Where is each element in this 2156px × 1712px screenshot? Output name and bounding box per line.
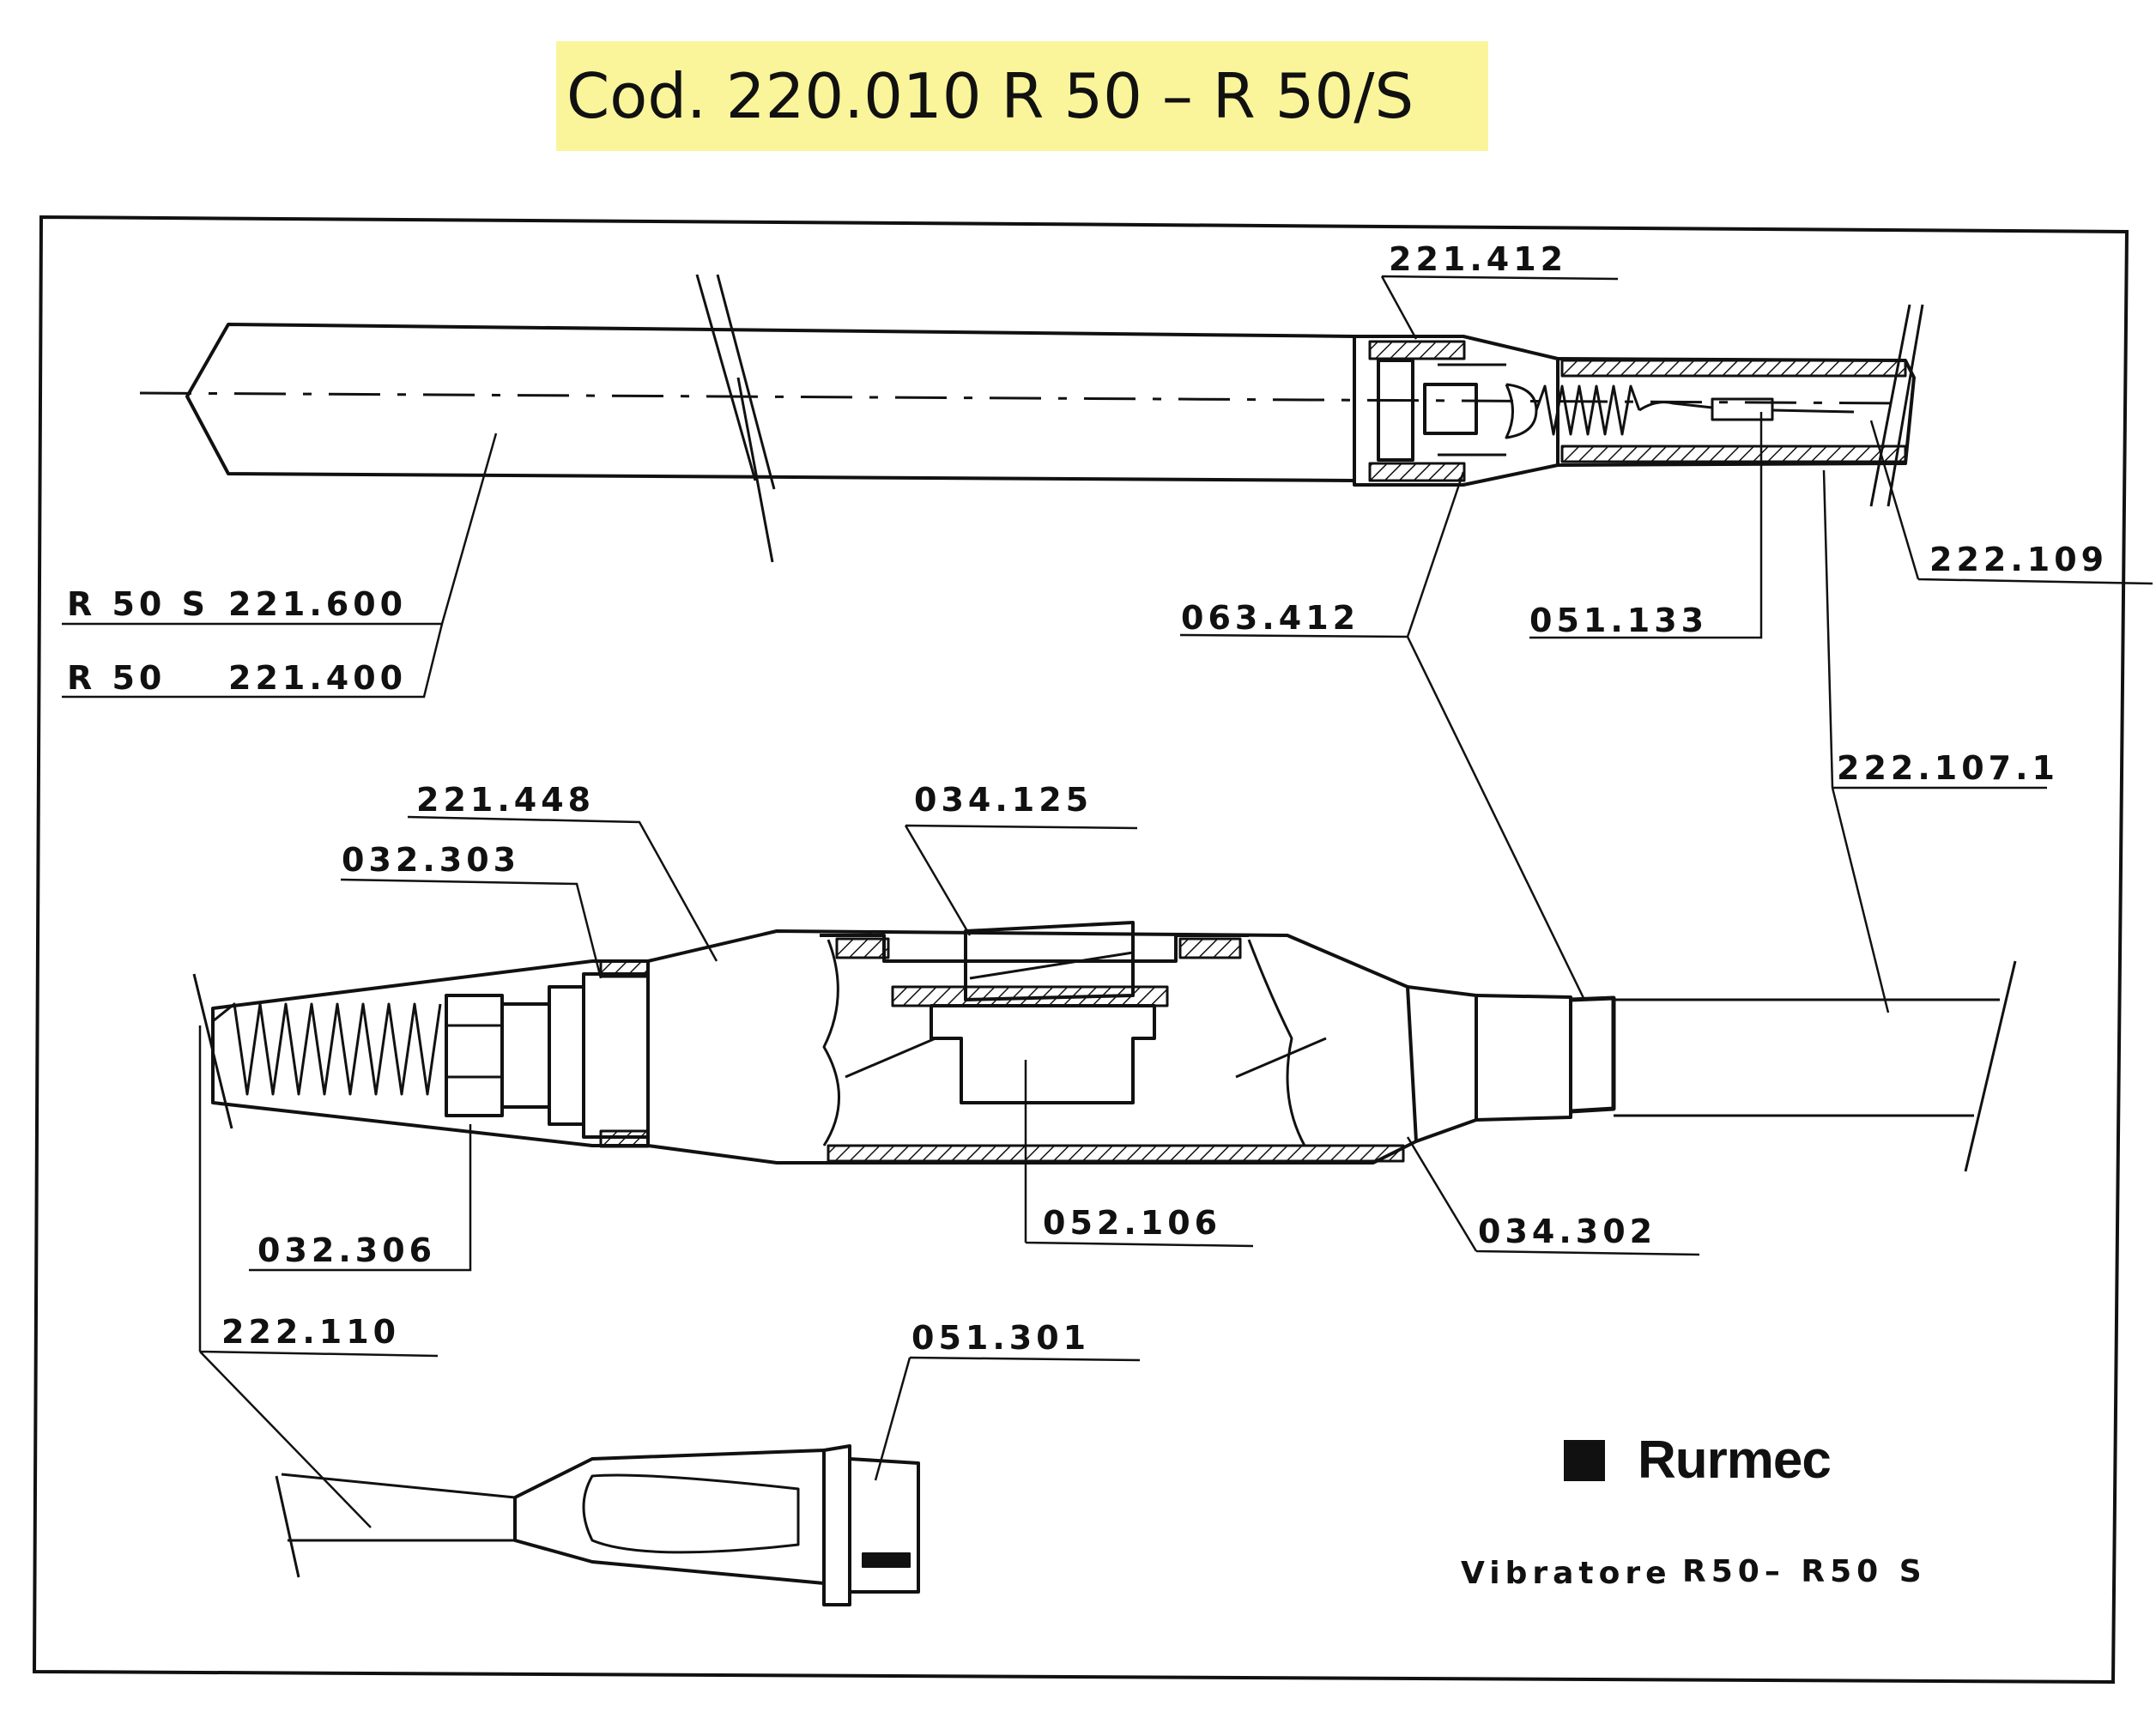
part-label-221-600: 221.600 xyxy=(228,585,407,623)
part-label-222-107-1: 222.107.1 xyxy=(1837,749,2059,787)
part-label-032-306: 032.306 xyxy=(257,1231,436,1269)
cable-gland-cone xyxy=(192,959,650,1148)
motor-housing xyxy=(646,929,1418,1165)
leader-052-106 xyxy=(1024,1060,1254,1248)
drawing-frame xyxy=(32,215,2129,1685)
part-label-051-133: 051.133 xyxy=(1529,602,1708,639)
part-label-034-302: 034.302 xyxy=(1478,1213,1656,1250)
leader-r50 xyxy=(62,623,444,699)
part-label-221-412: 221.412 xyxy=(1389,240,1567,278)
probe-coupling xyxy=(1353,335,1559,487)
part-label-063-412: 063.412 xyxy=(1181,599,1360,637)
leader-222-109 xyxy=(1869,420,2153,585)
leader-034-125 xyxy=(904,824,1138,936)
caption-models: R50– R50 S xyxy=(1682,1554,1927,1589)
part-label-221-400: 221.400 xyxy=(228,659,407,697)
leader-222-107-1 xyxy=(1822,469,2047,1013)
part-label-222-110: 222.110 xyxy=(221,1313,400,1351)
part-label-r50: R 50 xyxy=(67,659,166,697)
part-label-052-106: 052.106 xyxy=(1043,1204,1221,1242)
title-banner: Cod. 220.010 R 50 – R 50/S xyxy=(556,41,1488,151)
probe-tube xyxy=(139,274,1906,563)
leader-051-301 xyxy=(874,1356,1141,1481)
leader-221-448 xyxy=(407,815,718,962)
cable-outlet xyxy=(1407,960,2017,1172)
power-plug xyxy=(275,1444,920,1606)
part-label-034-125: 034.125 xyxy=(914,781,1093,819)
page-title: Cod. 220.010 R 50 – R 50/S xyxy=(566,60,1414,132)
probe-sleeve xyxy=(1505,304,1924,507)
part-label-r50s: R 50 S xyxy=(67,585,209,623)
leader-063-412 xyxy=(1179,471,1585,999)
leader-032-303 xyxy=(340,878,603,979)
leader-221-412 xyxy=(1380,275,1619,340)
part-label-032-303: 032.303 xyxy=(342,841,520,879)
part-label-222-109: 222.109 xyxy=(1929,541,2108,578)
part-label-051-301: 051.301 xyxy=(911,1319,1090,1357)
leader-032-306 xyxy=(249,1124,472,1272)
brand-logo-square xyxy=(1564,1440,1605,1481)
leader-051-133 xyxy=(1529,412,1763,639)
caption-product: Vibratore xyxy=(1461,1556,1672,1591)
part-label-221-448: 221.448 xyxy=(416,781,595,819)
brand-logo: Rurmec xyxy=(1638,1431,1831,1490)
switch-housing xyxy=(820,921,1249,1104)
leader-222-110 xyxy=(198,1025,439,1528)
leader-034-302 xyxy=(1406,1136,1700,1256)
